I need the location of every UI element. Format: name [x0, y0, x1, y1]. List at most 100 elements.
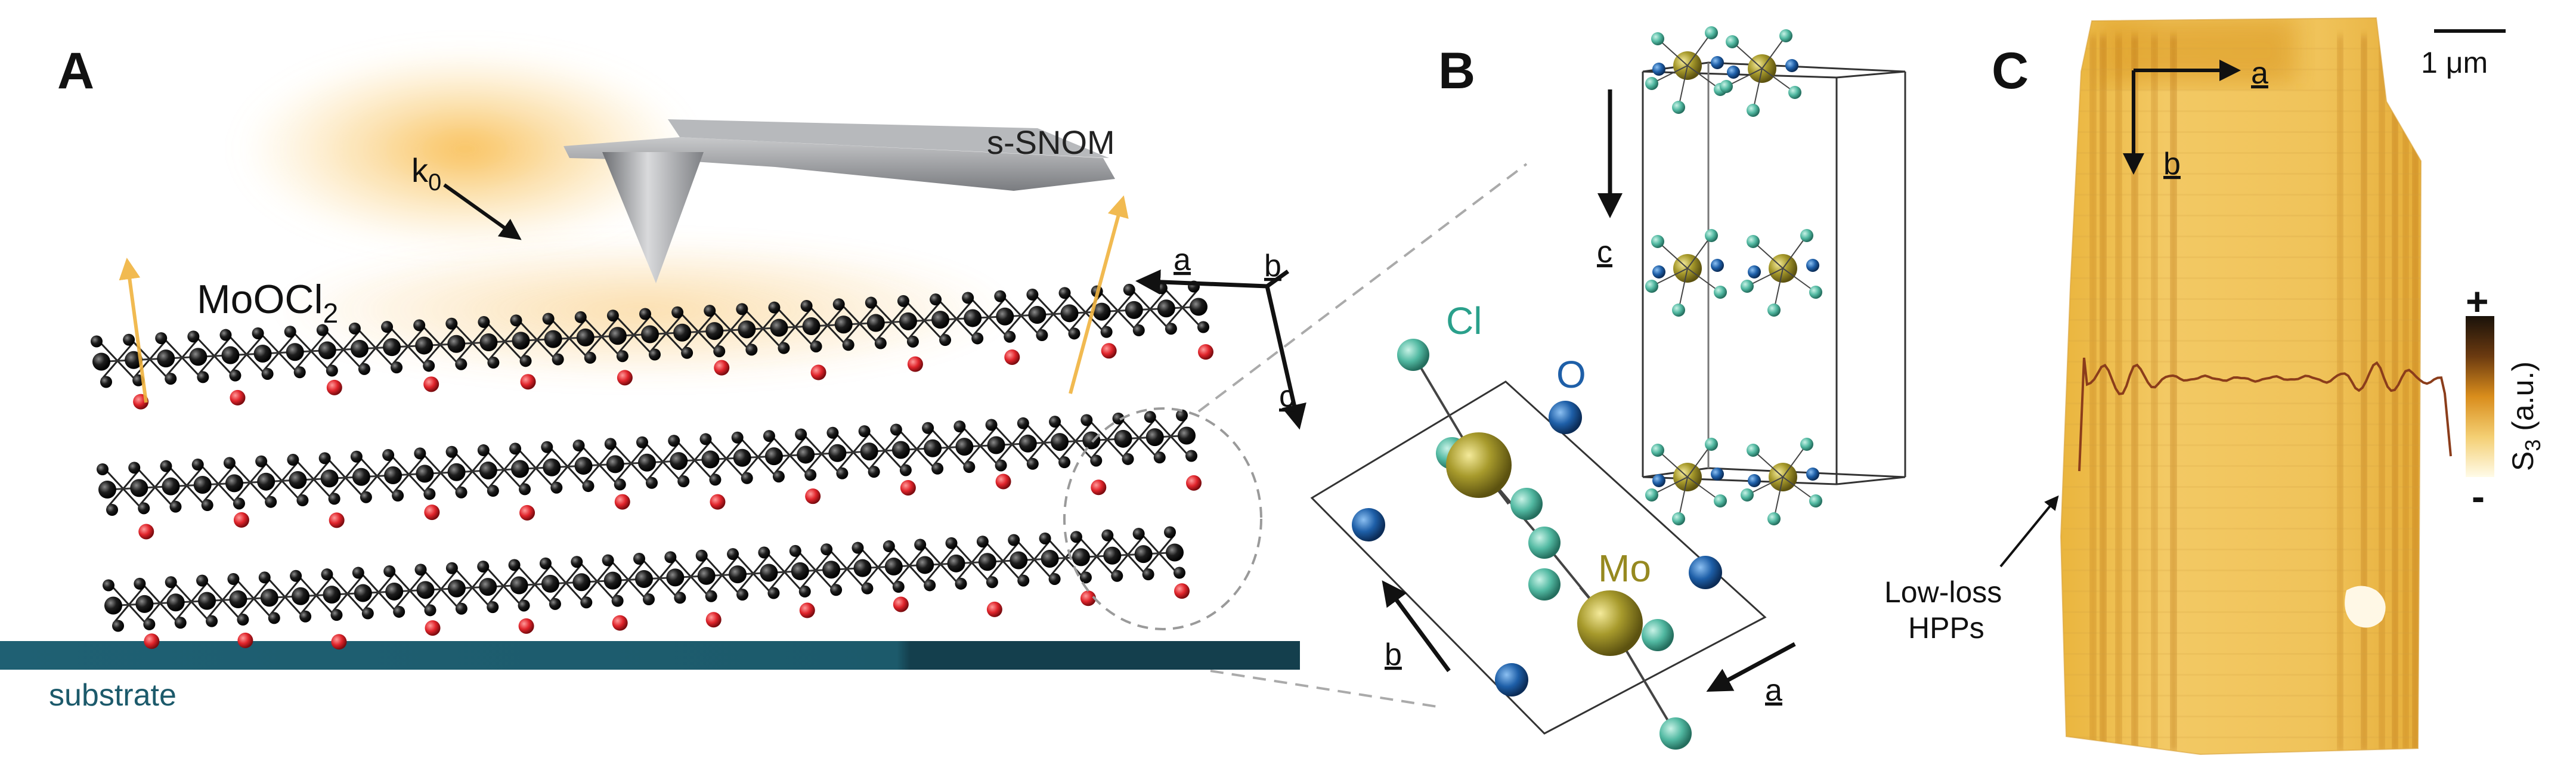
axes-c: a b	[2123, 56, 2268, 181]
atom-black	[1004, 330, 1016, 343]
atom-black	[1048, 572, 1061, 585]
atom-black	[201, 499, 213, 512]
map-defect	[2345, 586, 2386, 628]
cl-atom	[1651, 444, 1664, 457]
atom-black	[1123, 283, 1135, 296]
cl-atom	[1659, 717, 1692, 750]
atom-black	[1080, 414, 1093, 426]
atom-oxygen	[425, 620, 441, 636]
atom-oxygen	[710, 494, 726, 510]
atom-black	[326, 364, 338, 377]
panel-b-axis-c: c	[1597, 235, 1612, 270]
fringe	[2403, 36, 2408, 751]
fringe	[2171, 36, 2176, 751]
atom-black	[252, 327, 264, 339]
atom-oxygen	[237, 632, 253, 648]
atom-black	[574, 457, 593, 475]
scan-line	[2063, 716, 2421, 717]
o-atom	[1785, 59, 1798, 72]
colorbar	[2466, 316, 2494, 477]
atom-black	[233, 497, 245, 510]
atom-black	[138, 502, 150, 515]
o-atom	[1727, 66, 1740, 79]
atom-black	[445, 317, 458, 330]
atom-black	[290, 569, 302, 582]
mo-atom	[1446, 432, 1512, 498]
atom-black	[508, 559, 521, 571]
atom-black	[197, 371, 209, 383]
atom-black	[842, 339, 854, 351]
panel-c: C a b 1 μm + - S3 (a.u.) Low-loss HPPs	[1884, 17, 2545, 756]
atom-black	[352, 567, 364, 579]
substrate-slab	[0, 641, 1300, 670]
atom-black	[225, 474, 243, 493]
scalebar-label: 1 μm	[2421, 46, 2488, 79]
atom-oxygen	[144, 633, 160, 649]
atom-black	[1111, 569, 1123, 582]
atom-black	[671, 306, 684, 318]
atom-black	[798, 585, 811, 598]
atom-black	[539, 557, 552, 569]
atom-black	[705, 590, 717, 602]
atom-black	[736, 303, 748, 315]
atom-black	[261, 367, 274, 380]
atom-oxygen	[907, 356, 923, 372]
atom-black	[772, 471, 785, 483]
atom-black	[289, 471, 307, 490]
atom-black	[962, 292, 974, 304]
atom-black	[487, 485, 499, 497]
atom-black	[1072, 548, 1090, 567]
atom-black	[160, 460, 172, 472]
atom-oxygen	[326, 379, 342, 395]
atom-black	[931, 311, 950, 329]
atom-black	[348, 322, 361, 335]
o-atom	[1748, 474, 1761, 487]
atom-black	[955, 577, 967, 590]
bond	[1678, 65, 1688, 108]
atom-black	[169, 500, 182, 513]
atom-black	[1058, 456, 1071, 469]
panel-a-axis-a: a	[1174, 243, 1191, 277]
atom-black	[414, 447, 426, 460]
atom-black	[384, 466, 402, 485]
atom-black	[157, 349, 175, 368]
atom-black	[924, 579, 936, 592]
colorbar-max: +	[2466, 279, 2489, 323]
atom-oxygen	[1004, 349, 1020, 365]
hpp-annotation-line1: Low-loss	[1884, 575, 2002, 609]
atom-black	[677, 475, 690, 488]
atom-black	[763, 430, 775, 442]
atom-black	[166, 593, 185, 612]
fringe	[2132, 36, 2138, 751]
scan-line	[2063, 194, 2421, 196]
atom-black	[106, 504, 118, 516]
atom-black	[135, 595, 154, 613]
atom-black	[381, 321, 394, 333]
atom-black	[778, 342, 790, 354]
o-atom	[1689, 556, 1722, 589]
atom-black	[191, 459, 204, 471]
bond	[1773, 476, 1784, 519]
atom-black	[636, 436, 648, 448]
flake-outline	[2060, 17, 2422, 756]
atom-black	[447, 463, 466, 481]
panel-b-a-arrow	[1706, 642, 1796, 692]
atom-black	[606, 309, 619, 322]
zoom-line-top	[1197, 163, 1528, 413]
atom-black	[1090, 454, 1103, 467]
atom-black	[165, 576, 177, 589]
atom-black	[914, 538, 927, 551]
o-atom	[1652, 265, 1665, 278]
atom-oxygen	[1101, 343, 1117, 359]
bond	[1651, 65, 1688, 84]
colorbar-title: S3 (a.u.)	[2506, 361, 2545, 471]
bond	[1657, 38, 1688, 66]
atom-black	[445, 562, 458, 574]
fringe	[2392, 36, 2398, 751]
atom-black	[385, 582, 404, 601]
atom-black	[770, 318, 788, 337]
atom-black	[255, 455, 268, 468]
atom-black	[257, 472, 275, 491]
atom-oxygen	[714, 360, 730, 376]
panel-b-b-arrow	[1382, 580, 1451, 673]
